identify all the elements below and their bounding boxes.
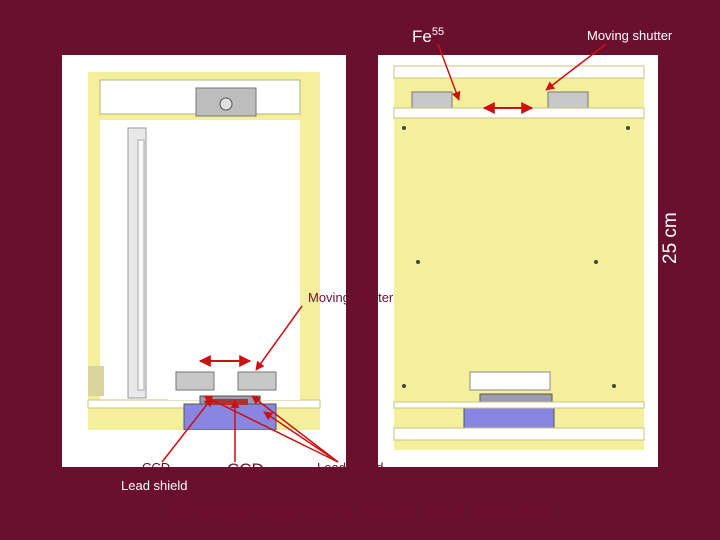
- ccd-label-small: CCD: [142, 460, 171, 475]
- ccd-label-large: CCD: [227, 460, 264, 479]
- top-view-drawing: [378, 55, 658, 467]
- fe55-label-base: Fe: [412, 27, 432, 46]
- fe55-label-superscript: 55: [431, 26, 445, 38]
- side-view-drawing: [62, 55, 346, 467]
- slide-footer: Seminarium heliofizyczne Prof. Jakimca 7…: [169, 504, 553, 521]
- fe55-label: Fe55: [412, 26, 444, 47]
- scale-label: 25 cm: [660, 212, 681, 264]
- lead-shield-label-middle: Lead shield: [317, 460, 384, 475]
- moving-shutter-label-top: Moving shutter: [587, 28, 673, 43]
- annotation-arrows: [161, 43, 607, 463]
- moving-shutter-label-middle: Moving shutter: [308, 290, 394, 305]
- lead-shield-label-left: Lead shield: [121, 478, 188, 493]
